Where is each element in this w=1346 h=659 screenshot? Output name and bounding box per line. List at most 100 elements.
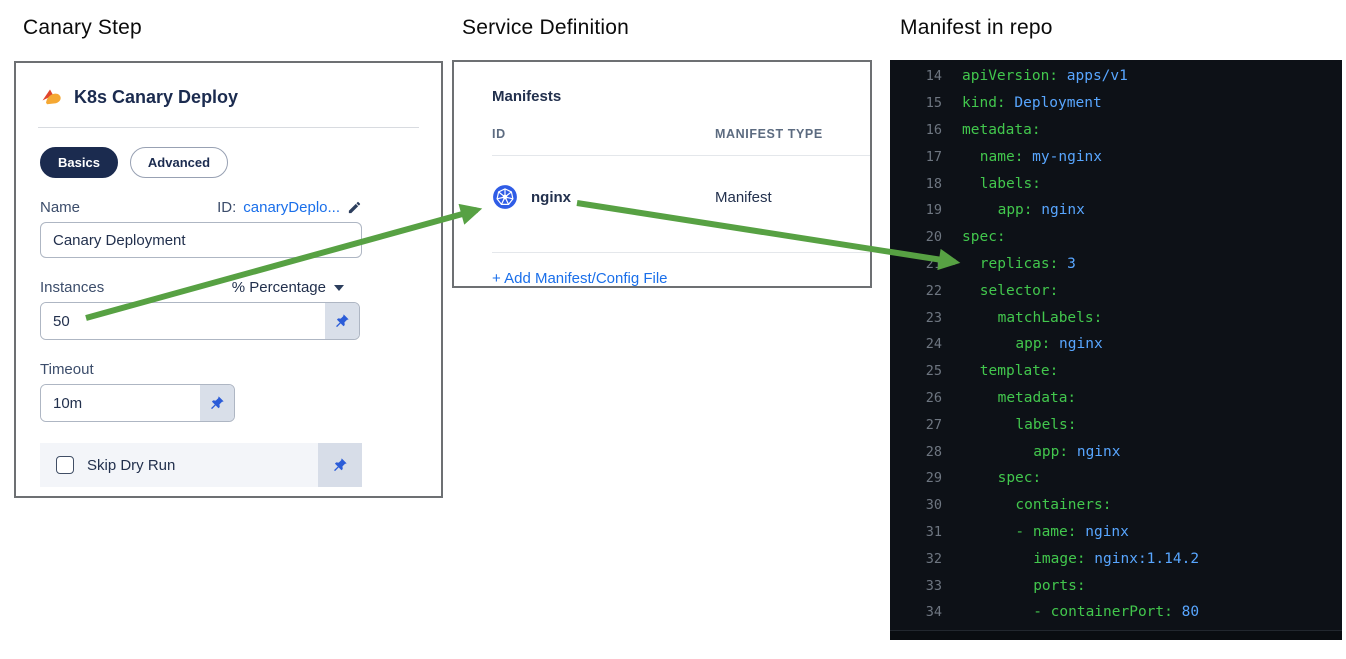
code-line: 18 labels:: [890, 170, 1342, 197]
code-line: 14 apiVersion: apps/v1: [890, 63, 1342, 90]
tab-advanced[interactable]: Advanced: [129, 147, 229, 178]
line-number: 25: [925, 363, 942, 380]
code-text: image: nginx:1.14.2: [1033, 550, 1200, 567]
code-text: metadata:: [997, 389, 1077, 406]
code-text: metadata:: [962, 121, 1041, 138]
code-text: labels:: [979, 175, 1041, 192]
code-text: app: nginx: [1015, 336, 1103, 353]
code-panel-footer: [890, 630, 1342, 640]
line-number: 21: [925, 255, 942, 272]
manifest-table-header: ID MANIFEST TYPE: [492, 127, 870, 141]
tab-row: Basics Advanced: [40, 147, 417, 178]
code-text: name: my-nginx: [979, 148, 1103, 165]
step-id-link[interactable]: canaryDeplo...: [243, 199, 340, 216]
manifest-table-row[interactable]: nginx Manifest: [492, 156, 870, 238]
line-number: 14: [925, 68, 942, 85]
code-line: 28 app: nginx: [890, 438, 1342, 465]
canary-step-title: Canary Step: [23, 16, 142, 39]
line-number: 19: [925, 202, 942, 219]
step-heading: K8s Canary Deploy: [74, 86, 239, 107]
line-number: 23: [925, 309, 942, 326]
timeout-input-group: [40, 384, 235, 422]
code-text: spec:: [962, 229, 1006, 246]
step-id-wrap: ID: canaryDeplo...: [217, 199, 362, 216]
canary-step-panel: K8s Canary Deploy Basics Advanced Name I…: [14, 61, 443, 498]
timeout-pin-button[interactable]: [200, 385, 234, 421]
line-number: 29: [925, 470, 942, 487]
code-text: replicas: 3: [979, 255, 1076, 272]
service-definition-panel: Manifests ID MANIFEST TYPE: [452, 60, 872, 288]
table-divider: [492, 155, 870, 156]
tab-basics[interactable]: Basics: [40, 147, 118, 178]
code-text: template:: [979, 363, 1059, 380]
pin-icon: [211, 396, 224, 410]
code-line: 23 matchLabels:: [890, 304, 1342, 331]
code-line: 21 replicas: 3: [890, 251, 1342, 278]
line-number: 26: [925, 389, 942, 406]
timeout-input[interactable]: [41, 385, 200, 421]
line-number: 31: [925, 523, 942, 540]
manifest-in-repo-title: Manifest in repo: [900, 16, 1053, 39]
line-number: 15: [925, 95, 942, 112]
code-text: app: nginx: [1033, 443, 1121, 460]
header-divider: [38, 127, 419, 128]
column-header-id: ID: [492, 127, 506, 141]
line-number: 34: [925, 604, 942, 621]
code-text: labels:: [1015, 416, 1077, 433]
skip-dry-run-checkbox[interactable]: [56, 456, 74, 474]
instances-label: Instances: [40, 279, 105, 296]
skip-dry-run-label: Skip Dry Run: [87, 456, 176, 474]
skip-dry-run-pin-button[interactable]: [318, 443, 362, 487]
code-line: 17 name: my-nginx: [890, 143, 1342, 170]
code-line: 25 template:: [890, 358, 1342, 385]
line-number: 22: [925, 282, 942, 299]
code-line: 30 containers:: [890, 492, 1342, 519]
code-text: apiVersion: apps/v1: [962, 68, 1128, 85]
row-divider: [492, 252, 870, 253]
code-line: 32 image: nginx:1.14.2: [890, 545, 1342, 572]
canary-bird-icon: [40, 85, 64, 109]
line-number: 18: [925, 175, 942, 192]
code-line: 16 metadata:: [890, 117, 1342, 144]
instances-label-row: Instances % Percentage: [40, 279, 362, 296]
edit-pencil-icon[interactable]: [347, 200, 362, 215]
code-text: matchLabels:: [997, 309, 1103, 326]
name-label: Name: [40, 199, 81, 216]
line-number: 28: [925, 443, 942, 460]
code-text: - containerPort: 80: [1033, 604, 1200, 621]
code-text: spec:: [997, 470, 1042, 487]
line-number: 16: [925, 121, 942, 138]
code-line: 34 - containerPort: 80: [890, 599, 1342, 626]
instances-input[interactable]: [41, 303, 325, 339]
kubernetes-icon: [492, 184, 518, 210]
id-prefix-label: ID:: [217, 199, 237, 216]
line-number: 32: [925, 550, 942, 567]
code-text: containers:: [1015, 497, 1112, 514]
line-number: 17: [925, 148, 942, 165]
add-manifest-link[interactable]: + Add Manifest/Config File: [492, 270, 668, 287]
manifest-type-value: Manifest: [715, 188, 772, 206]
manifest-id-value: nginx: [531, 188, 571, 206]
manifests-heading: Manifests: [492, 88, 562, 105]
code-line: 31- name: nginx: [890, 519, 1342, 546]
manifest-code-panel: 14 apiVersion: apps/v1 15 kind: Deployment 1…: [890, 60, 1342, 640]
code-text: kind: Deployment: [962, 95, 1102, 112]
instances-unit-label: % Percentage: [231, 279, 326, 296]
code-line: 26 metadata:: [890, 385, 1342, 412]
code-line: 19 app: nginx: [890, 197, 1342, 224]
name-input[interactable]: [40, 222, 362, 258]
column-header-manifest-type: MANIFEST TYPE: [715, 127, 823, 141]
instances-pin-button[interactable]: [325, 303, 359, 339]
line-number: 30: [925, 497, 942, 514]
code-text: app: nginx: [997, 202, 1085, 219]
timeout-label: Timeout: [40, 361, 94, 378]
yaml-code-viewer: 14 apiVersion: apps/v1 15 kind: Deployment 1…: [890, 60, 1342, 626]
chevron-down-icon: [334, 284, 344, 291]
instances-unit-dropdown[interactable]: % Percentage: [232, 279, 362, 296]
code-line: 29 spec:: [890, 465, 1342, 492]
timeout-label-row: Timeout: [40, 361, 362, 378]
line-number: 24: [925, 336, 942, 353]
